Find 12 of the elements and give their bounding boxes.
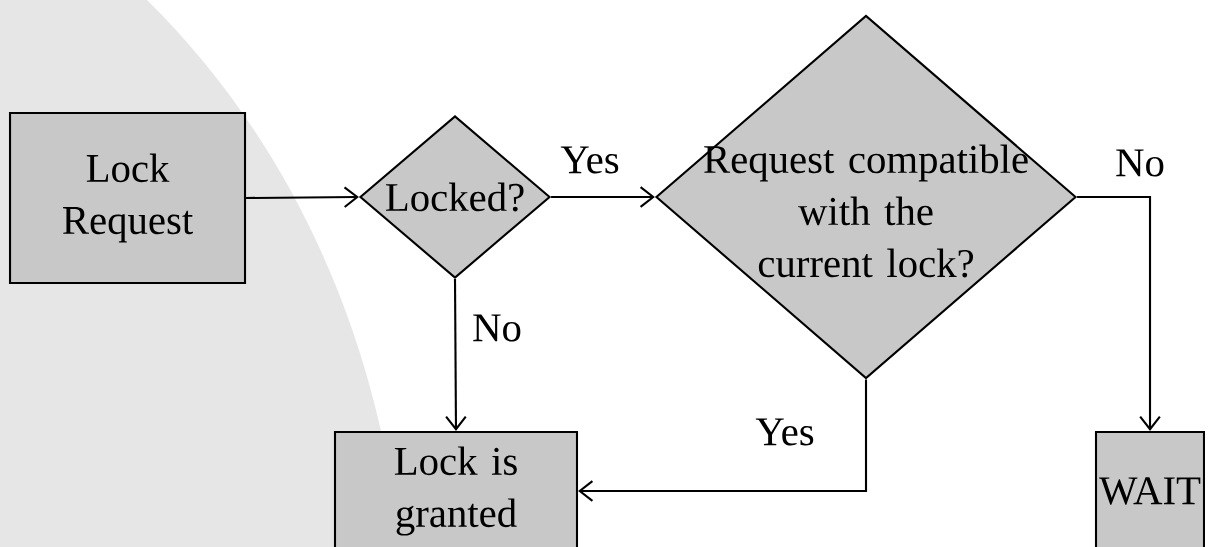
arrow bbox=[578, 379, 868, 502]
process-box: WAIT bbox=[1094, 430, 1206, 547]
edge-label: No bbox=[473, 314, 521, 342]
arrow bbox=[551, 186, 655, 208]
arrow bbox=[445, 279, 467, 431]
edge-label: Yes bbox=[755, 418, 814, 446]
process-box: Lock is granted bbox=[333, 430, 579, 547]
edge-label: Yes bbox=[560, 146, 619, 174]
edge-label: No bbox=[1116, 149, 1164, 177]
arrow bbox=[1077, 195, 1161, 431]
process-box: Lock Request bbox=[8, 111, 247, 285]
arrow bbox=[246, 186, 359, 208]
